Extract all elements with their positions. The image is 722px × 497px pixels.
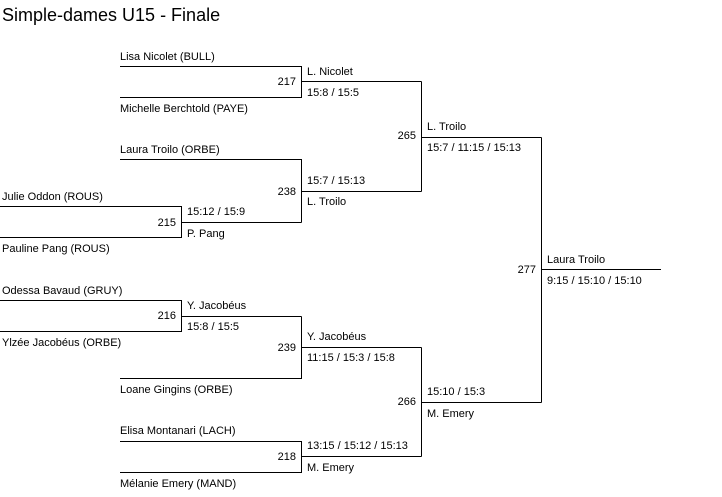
player-name: Mélanie Emery (MAND) — [120, 478, 237, 490]
match-score: 15:7 / 11:15 / 15:13 — [427, 142, 521, 154]
bracket-line-239 — [120, 316, 302, 379]
match-winner: L. Troilo — [307, 196, 347, 208]
player-name: Loane Gingins (ORBE) — [120, 384, 233, 396]
match-score: 15:7 / 15:13 — [307, 175, 366, 187]
player-name: Laura Troilo (ORBE) — [120, 144, 220, 156]
champion-name: Laura Troilo — [547, 254, 606, 266]
match-winner: L. Nicolet — [307, 66, 353, 78]
match-score: 15:8 / 15:5 — [307, 87, 359, 99]
player-name: Odessa Bavaud (GRUY) — [2, 285, 123, 297]
player-name: Pauline Pang (ROUS) — [2, 243, 110, 255]
match-number: 265 — [397, 130, 416, 142]
match-number: 217 — [277, 76, 296, 88]
match-winner: Y. Jacobéus — [307, 331, 367, 343]
match-score: 15:12 / 15:9 — [187, 206, 246, 218]
player-name: Lisa Nicolet (BULL) — [120, 51, 215, 63]
match-score: 15:10 / 15:3 — [427, 386, 486, 398]
match-winner: P. Pang — [187, 228, 225, 240]
final-score: 9:15 / 15:10 / 15:10 — [547, 275, 642, 287]
match-winner: L. Troilo — [427, 121, 467, 133]
player-name: Elisa Montanari (LACH) — [120, 425, 236, 437]
match-score: 15:8 / 15:5 — [187, 321, 239, 333]
match-score: 11:15 / 15:3 / 15:8 — [307, 352, 395, 364]
match-number: 266 — [397, 396, 416, 408]
match-number: 239 — [277, 342, 296, 354]
bracket-line-238 — [120, 159, 302, 223]
match-number: 218 — [277, 451, 296, 463]
player-name: Julie Oddon (ROUS) — [2, 191, 103, 203]
match-number: 277 — [517, 264, 536, 276]
page-title: Simple-dames U15 - Finale — [2, 5, 221, 25]
match-winner: M. Emery — [307, 462, 355, 474]
match-winner: Y. Jacobéus — [187, 300, 247, 312]
match-winner: M. Emery — [427, 408, 475, 420]
match-number: 215 — [157, 217, 176, 229]
player-name: Ylzée Jacobéus (ORBE) — [2, 337, 122, 349]
player-name: Michelle Berchtold (PAYE) — [120, 103, 248, 115]
match-number: 238 — [277, 186, 296, 198]
match-score: 13:15 / 15:12 / 15:13 — [307, 440, 408, 452]
match-number: 216 — [157, 310, 176, 322]
